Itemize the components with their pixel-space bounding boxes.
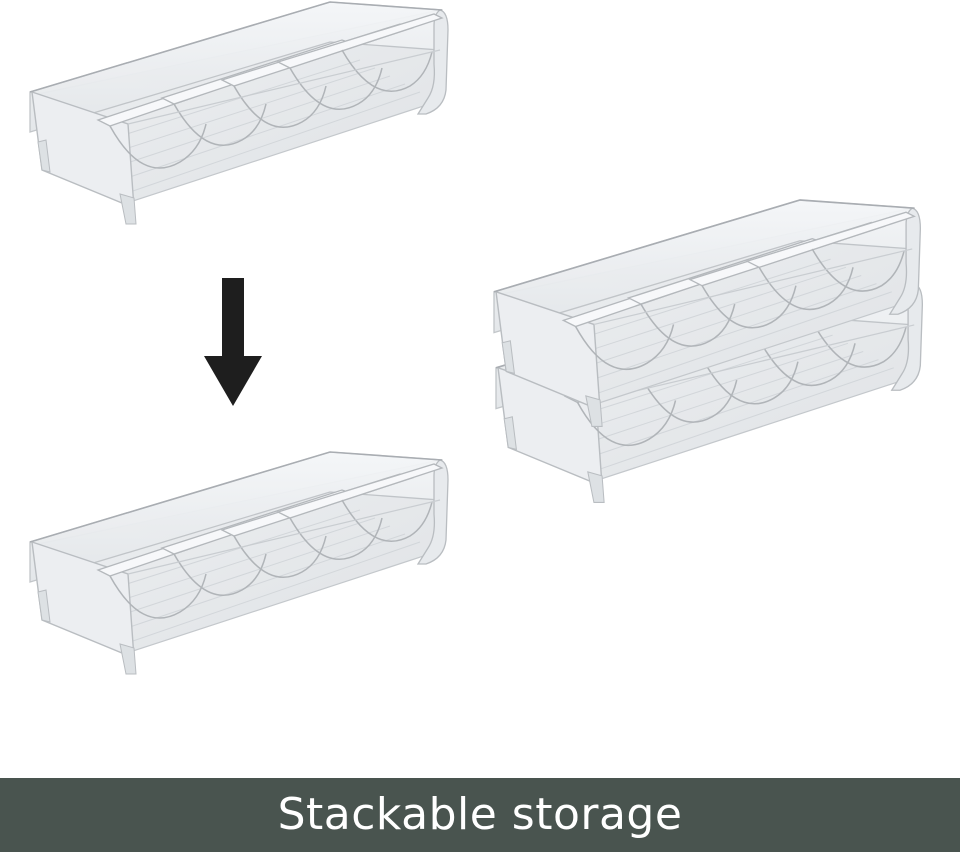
caption-text: Stackable storage	[277, 789, 683, 840]
product-illustration	[29, 1, 924, 675]
caption-banner: Stackable storage	[0, 778, 960, 852]
down-arrow-icon	[204, 278, 262, 406]
rack-top-left	[29, 1, 449, 225]
rack-bottom-left	[29, 451, 449, 675]
stacked-racks	[493, 199, 924, 504]
